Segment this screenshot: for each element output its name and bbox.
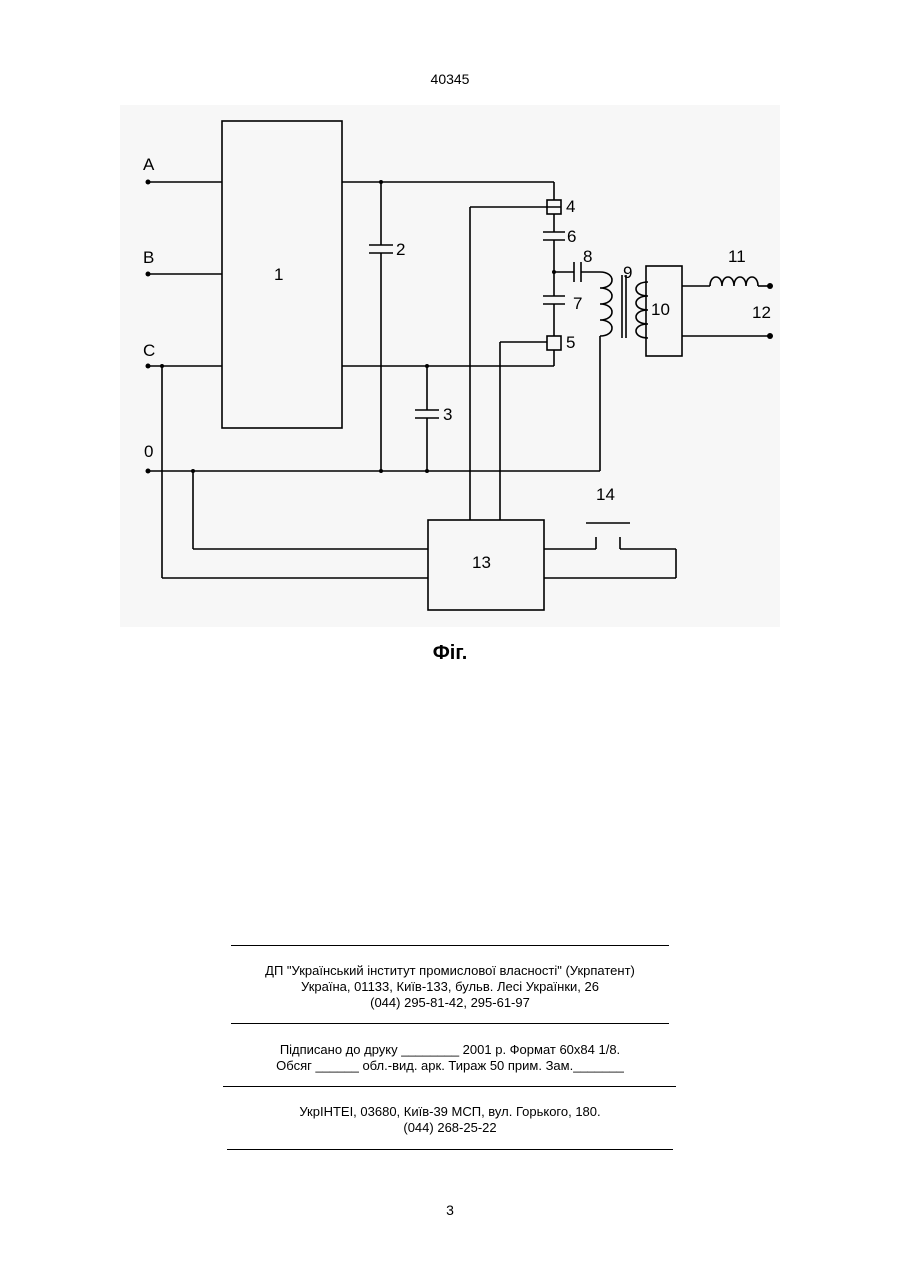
rectifier-10-label: 10 bbox=[651, 300, 670, 319]
terminal-0-label: 0 bbox=[144, 442, 153, 461]
divider bbox=[227, 1149, 673, 1150]
switch-4-label: 4 bbox=[566, 197, 575, 216]
switch-5 bbox=[547, 336, 561, 350]
button-14-label: 14 bbox=[596, 485, 615, 504]
block-1-label: 1 bbox=[274, 265, 283, 284]
divider bbox=[231, 945, 669, 946]
imprint-printer-phone: (044) 268-25-22 bbox=[0, 1120, 900, 1136]
inductor-11-label: 11 bbox=[728, 247, 746, 266]
terminal-c-label: C bbox=[143, 341, 155, 360]
terminal-b-label: B bbox=[143, 248, 154, 267]
output-12-label: 12 bbox=[752, 303, 771, 322]
cap-8-label: 8 bbox=[583, 247, 592, 266]
cap-6-label: 6 bbox=[567, 227, 576, 246]
control-13-label: 13 bbox=[472, 553, 491, 572]
cap-7-label: 7 bbox=[573, 294, 582, 313]
imprint-print-1: Підписано до друку ________ 2001 р. Форм… bbox=[0, 1042, 900, 1058]
transformer-9-label: 9 bbox=[623, 263, 632, 282]
imprint-print-2: Обсяг ______ обл.-вид. арк. Тираж 50 при… bbox=[0, 1058, 900, 1074]
imprint-phone: (044) 295-81-42, 295-61-97 bbox=[0, 995, 900, 1011]
divider bbox=[231, 1023, 669, 1024]
cap-3-label: 3 bbox=[443, 405, 452, 424]
divider bbox=[223, 1086, 676, 1087]
figure-caption: Фіг. bbox=[0, 642, 900, 665]
cap-2-label: 2 bbox=[396, 240, 405, 259]
imprint-org: ДП "Український інститут промислової вла… bbox=[0, 963, 900, 979]
imprint-address: Україна, 01133, Київ-133, бульв. Лесі Ук… bbox=[0, 979, 900, 995]
switch-5-label: 5 bbox=[566, 333, 575, 352]
circuit-diagram: A B C 0 1 2 3 4 5 6 7 8 9 10 11 12 13 14 bbox=[0, 0, 900, 700]
imprint-printer: УкрІНТЕІ, 03680, Київ-39 МСП, вул. Горьк… bbox=[0, 1104, 900, 1120]
terminal-a-label: A bbox=[143, 155, 155, 174]
page-number: 3 bbox=[0, 1202, 900, 1218]
